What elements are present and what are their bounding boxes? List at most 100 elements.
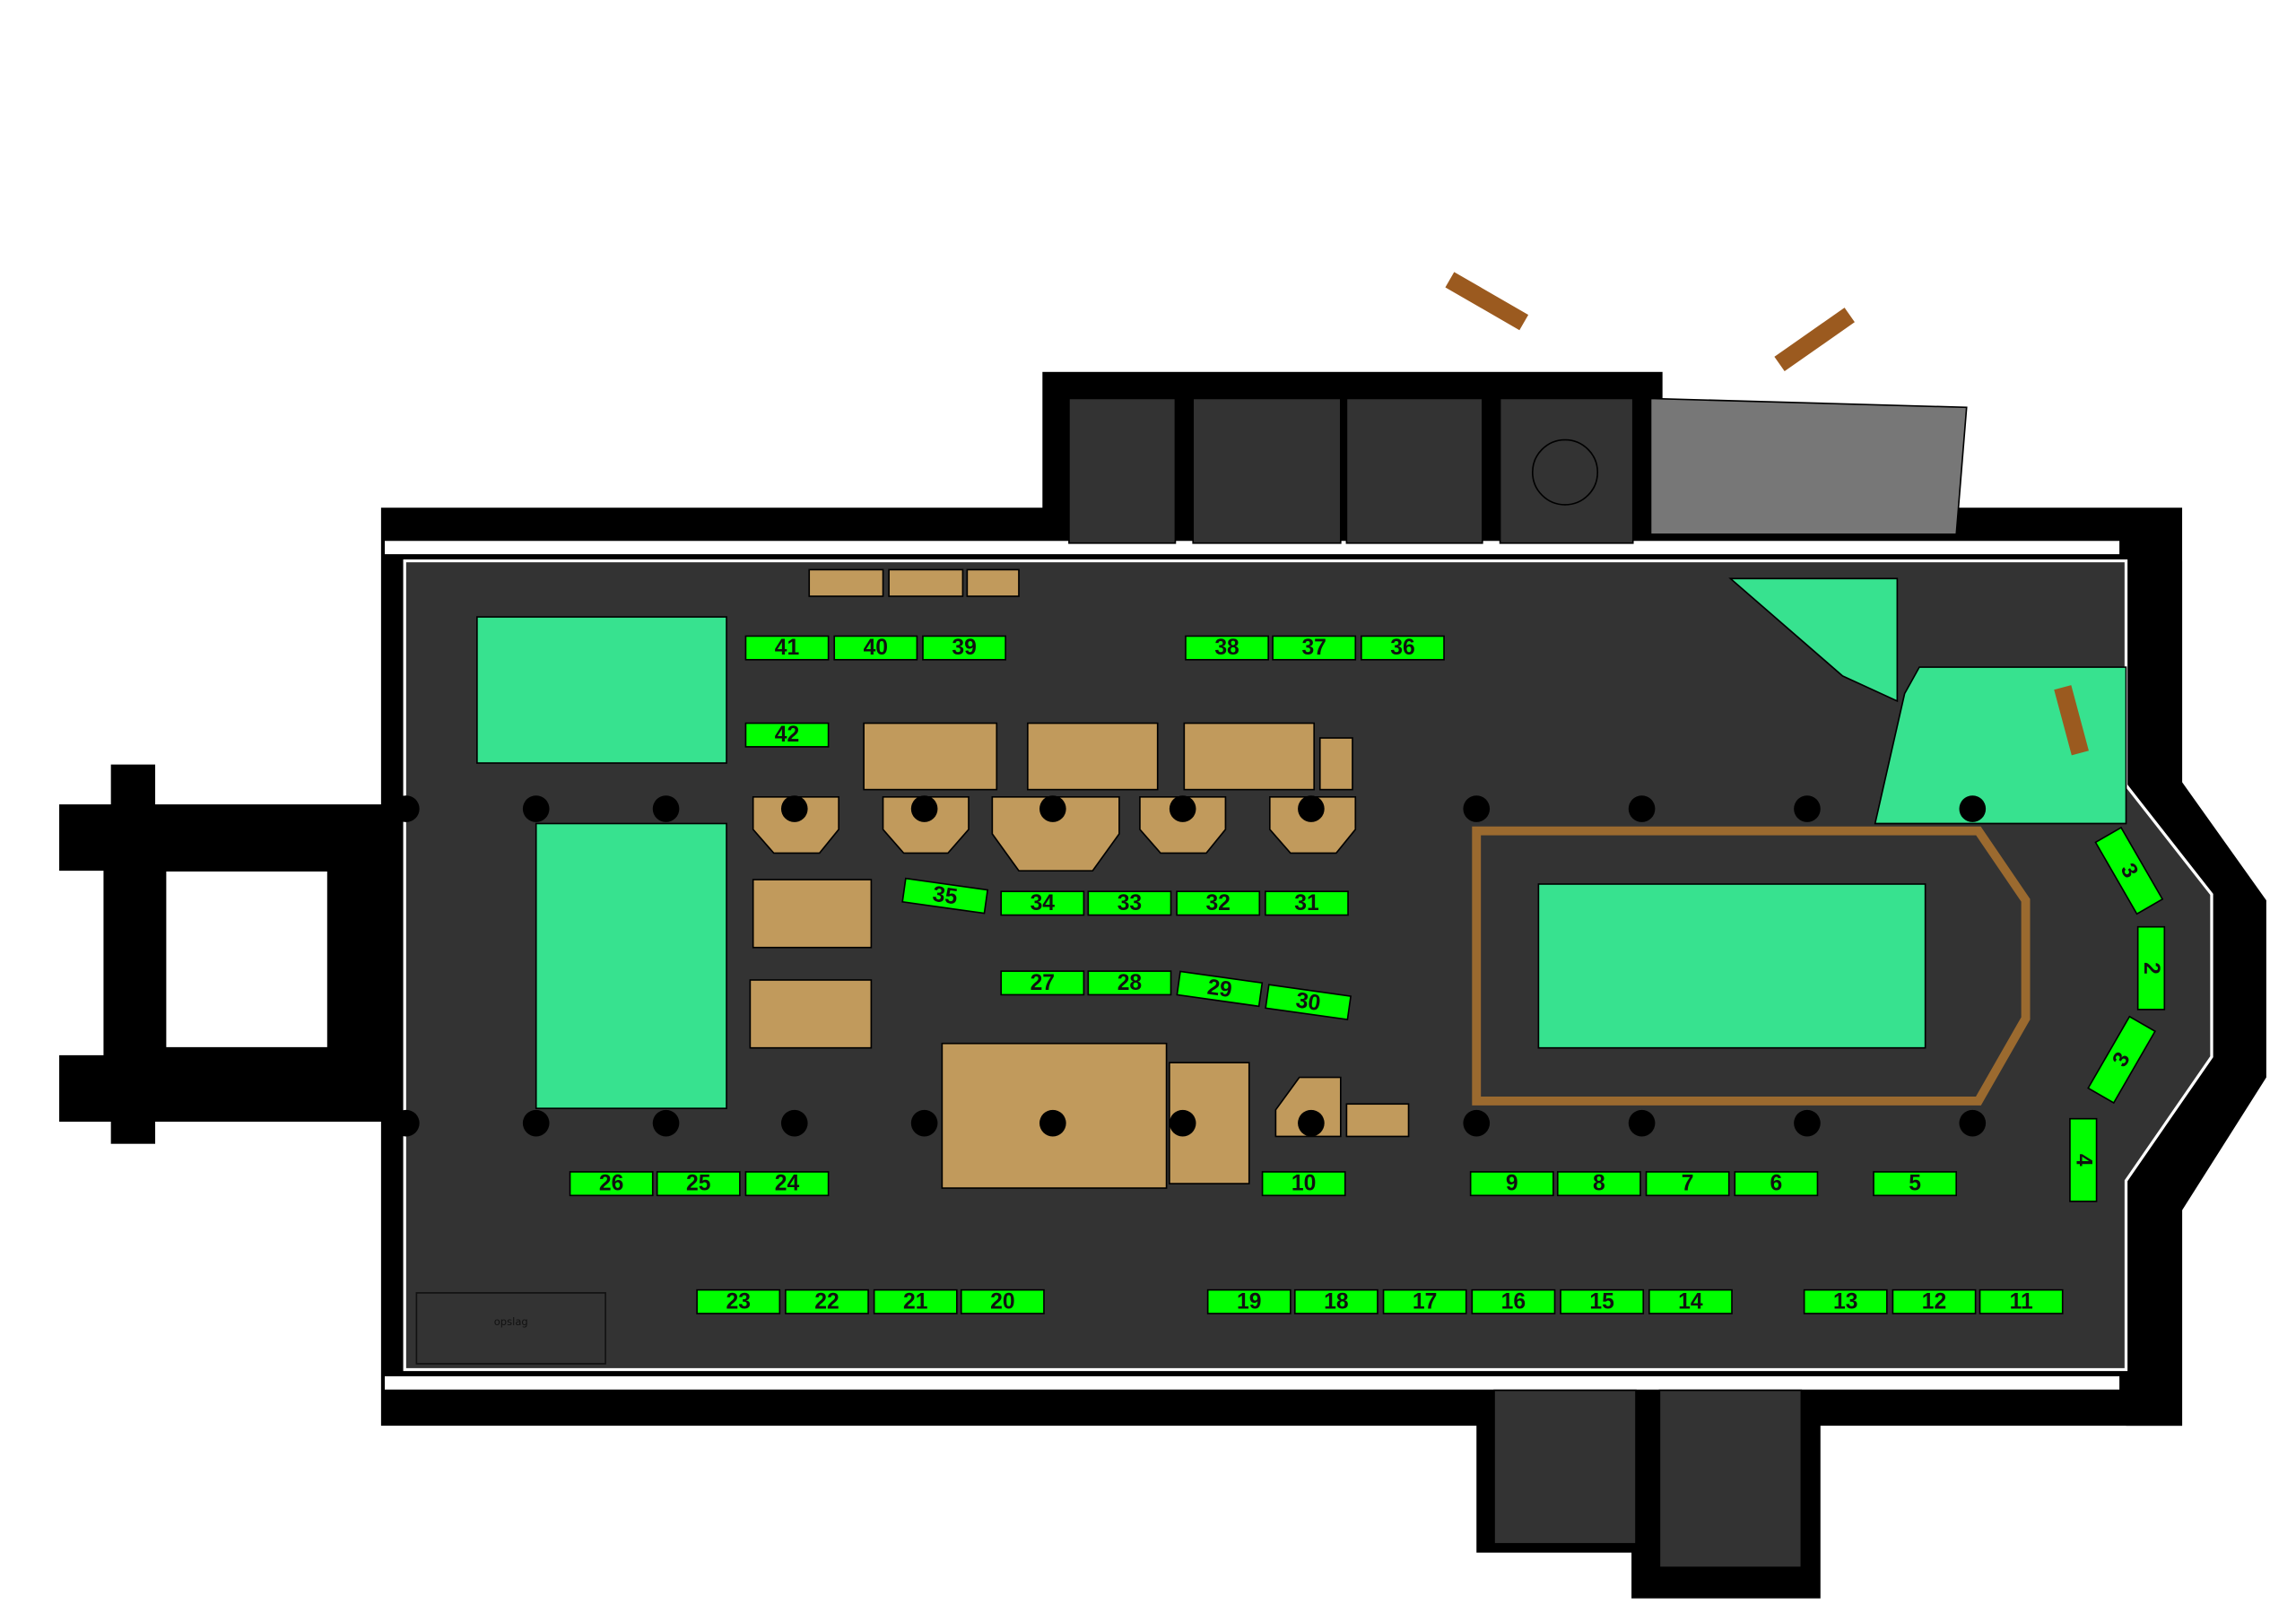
booth-rect — [1087, 970, 1172, 996]
booth-9[interactable]: 9 — [1469, 1171, 1554, 1197]
booth-rect — [1293, 1288, 1378, 1314]
booth-rect — [1265, 890, 1349, 916]
booth-number: 41 — [775, 636, 800, 660]
green-zones — [476, 577, 2127, 1110]
pillar — [522, 795, 550, 822]
booth-22[interactable]: 22 — [785, 1288, 869, 1314]
booth-13[interactable]: 13 — [1803, 1288, 1888, 1314]
booth-3[interactable]: 3 — [2094, 826, 2164, 915]
booth-rect — [785, 1288, 869, 1314]
pillar — [780, 795, 808, 822]
booth-rect — [744, 635, 830, 661]
booth-21[interactable]: 21 — [873, 1288, 958, 1314]
booth-33[interactable]: 33 — [1087, 890, 1172, 916]
pillar — [1039, 795, 1066, 822]
booth-number: 21 — [903, 1289, 928, 1314]
booth-42[interactable]: 42 — [744, 722, 830, 748]
booth-number: 38 — [1214, 636, 1239, 660]
booth-number: 2 — [2139, 962, 2163, 975]
booth-rect — [1261, 1171, 1346, 1197]
booth-number: 15 — [1589, 1289, 1614, 1314]
booth-26[interactable]: 26 — [569, 1171, 654, 1197]
booth-number: 23 — [726, 1289, 750, 1314]
booth-19[interactable]: 19 — [1206, 1288, 1292, 1314]
booth-25[interactable]: 25 — [656, 1171, 741, 1197]
booth-rect — [901, 877, 989, 915]
booth-rect — [1734, 1171, 1819, 1197]
booth-11[interactable]: 11 — [1979, 1288, 2064, 1314]
booth-36[interactable]: 36 — [1361, 635, 1445, 661]
booth-number: 8 — [1593, 1172, 1605, 1196]
booth-rect — [833, 635, 918, 661]
pillar — [1959, 795, 1987, 822]
booth-7[interactable]: 7 — [1645, 1171, 1730, 1197]
booth-37[interactable]: 37 — [1272, 635, 1357, 661]
booth-4[interactable]: 4 — [2069, 1117, 2098, 1202]
booth-38[interactable]: 38 — [1185, 635, 1269, 661]
booth-12[interactable]: 12 — [1892, 1288, 1977, 1314]
booth-rect — [2136, 925, 2166, 1010]
pillar — [1794, 1109, 1821, 1137]
booth-number: 12 — [1922, 1289, 1946, 1314]
annex-rooms — [1068, 397, 1803, 1568]
booth-number: 7 — [1682, 1172, 1694, 1196]
booth-rect — [1265, 984, 1352, 1021]
booth-rect — [1382, 1288, 1467, 1314]
booth-number: 31 — [1294, 891, 1319, 915]
pillar — [910, 1109, 938, 1137]
pillar — [1298, 795, 1325, 822]
booth-rect — [1087, 890, 1172, 916]
booth-number: 5 — [1909, 1172, 1921, 1196]
booth-rect — [569, 1171, 654, 1197]
booth-rect — [1560, 1288, 1645, 1314]
booth-15[interactable]: 15 — [1560, 1288, 1645, 1314]
booth-3[interactable]: 3 — [2087, 1015, 2156, 1105]
booth-rect — [1803, 1288, 1888, 1314]
booth-18[interactable]: 18 — [1293, 1288, 1378, 1314]
booth-number: 28 — [1118, 971, 1142, 995]
booth-rect — [744, 1171, 830, 1197]
booth-rect — [2094, 826, 2164, 915]
booth-number: 24 — [775, 1172, 800, 1196]
booth-16[interactable]: 16 — [1471, 1288, 1556, 1314]
booth-5[interactable]: 5 — [1873, 1171, 1958, 1197]
booth-number: 18 — [1324, 1289, 1348, 1314]
booth-14[interactable]: 14 — [1648, 1288, 1733, 1314]
booth-32[interactable]: 32 — [1176, 890, 1261, 916]
booth-29[interactable]: 29 — [1176, 970, 1264, 1008]
booth-27[interactable]: 27 — [1000, 970, 1085, 996]
booth-number: 27 — [1031, 971, 1055, 995]
booth-rect — [1471, 1288, 1556, 1314]
booth-number: 19 — [1237, 1289, 1261, 1314]
booth-28[interactable]: 28 — [1087, 970, 1172, 996]
booth-23[interactable]: 23 — [696, 1288, 781, 1314]
booth-39[interactable]: 39 — [922, 635, 1006, 661]
pillar — [1463, 1109, 1491, 1137]
storage-label: opslag — [494, 1315, 528, 1328]
booth-number: 10 — [1292, 1172, 1316, 1196]
booth-30[interactable]: 30 — [1265, 984, 1352, 1021]
booth-6[interactable]: 6 — [1734, 1171, 1819, 1197]
booth-40[interactable]: 40 — [833, 635, 918, 661]
booth-rect — [1185, 635, 1269, 661]
booth-31[interactable]: 31 — [1265, 890, 1349, 916]
pillar — [1959, 1109, 1987, 1137]
booth-34[interactable]: 34 — [1000, 890, 1085, 916]
booth-17[interactable]: 17 — [1382, 1288, 1467, 1314]
pillar — [652, 1109, 680, 1137]
booth-rect — [1556, 1171, 1641, 1197]
booth-rect — [2069, 1117, 2098, 1202]
pillar — [1794, 795, 1821, 822]
booth-41[interactable]: 41 — [744, 635, 830, 661]
pillar — [652, 795, 680, 822]
booth-10[interactable]: 10 — [1261, 1171, 1346, 1197]
booth-24[interactable]: 24 — [744, 1171, 830, 1197]
booth-rect — [960, 1288, 1045, 1314]
booth-20[interactable]: 20 — [960, 1288, 1045, 1314]
outdoor-benches — [1445, 272, 2089, 756]
booth-8[interactable]: 8 — [1556, 1171, 1641, 1197]
booth-2[interactable]: 2 — [2136, 925, 2166, 1010]
booth-rect — [1176, 890, 1261, 916]
booth-35[interactable]: 35 — [901, 877, 989, 915]
booth-rect — [1979, 1288, 2064, 1314]
